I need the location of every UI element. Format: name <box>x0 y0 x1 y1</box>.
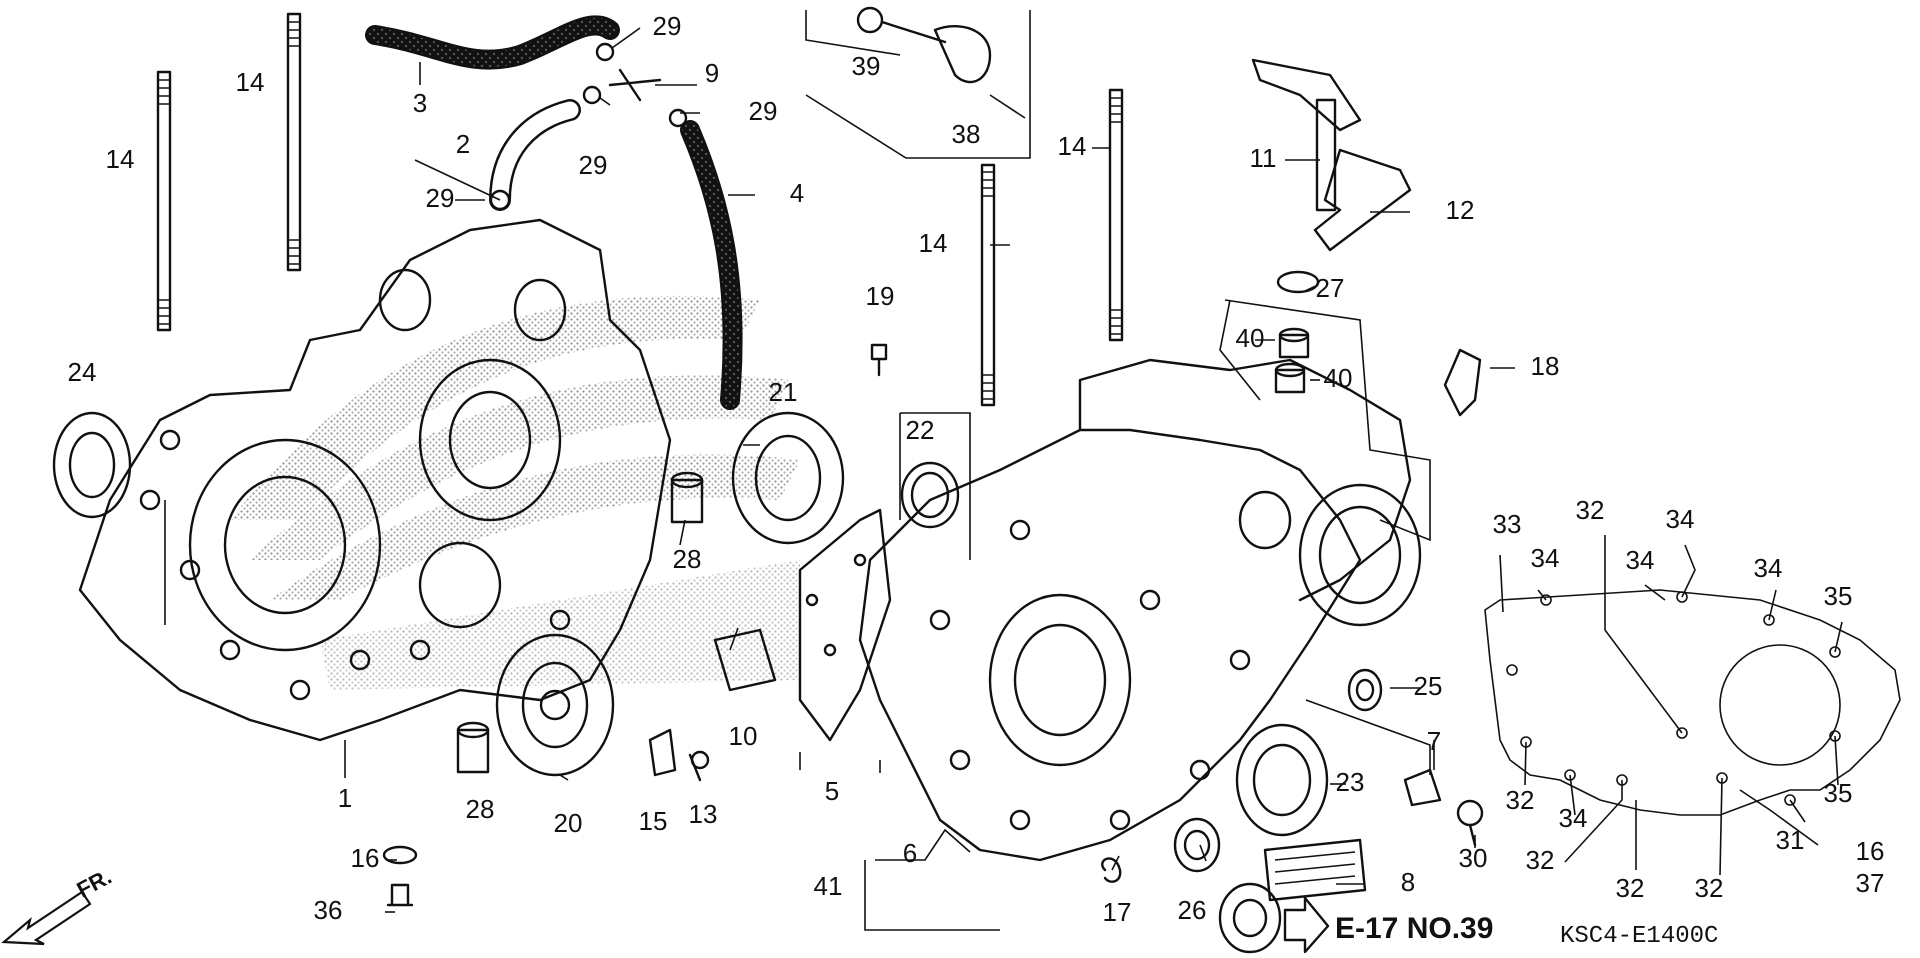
label-15: 15 <box>639 806 668 836</box>
part-labels: 1 2 3 4 5 6 7 8 9 10 11 12 13 14 14 14 1… <box>68 11 1885 927</box>
label-14b: 14 <box>106 144 135 174</box>
left-crankcase-outline <box>78 218 672 742</box>
label-7: 7 <box>1427 726 1441 756</box>
label-18: 18 <box>1531 351 1560 381</box>
label-29d: 29 <box>426 183 455 213</box>
reference-arrow-icon <box>1283 896 1330 954</box>
label-35b: 35 <box>1824 778 1853 808</box>
label-40b: 40 <box>1324 363 1353 393</box>
label-32a: 32 <box>1576 495 1605 525</box>
label-33: 33 <box>1493 509 1522 539</box>
reference-text: E-17 NO.39 <box>1335 912 1493 945</box>
label-16a: 16 <box>351 843 380 873</box>
label-20: 20 <box>554 808 583 838</box>
label-34a: 34 <box>1531 543 1560 573</box>
label-29b: 29 <box>579 150 608 180</box>
label-14d: 14 <box>919 228 948 258</box>
label-37: 37 <box>1856 868 1885 898</box>
label-32d: 32 <box>1616 873 1645 903</box>
label-28a: 28 <box>673 544 702 574</box>
label-26: 26 <box>1178 895 1207 925</box>
label-39: 39 <box>852 51 881 81</box>
label-19: 19 <box>866 281 895 311</box>
label-27: 27 <box>1316 273 1345 303</box>
gasket-icon <box>798 508 892 742</box>
label-28b: 28 <box>466 794 495 824</box>
label-34c: 34 <box>1626 545 1655 575</box>
label-12: 12 <box>1446 195 1475 225</box>
label-32e: 32 <box>1695 873 1724 903</box>
hardware-icon <box>382 6 1484 907</box>
label-25: 25 <box>1414 671 1443 701</box>
watermark-wing <box>230 295 800 690</box>
label-36: 36 <box>314 895 343 925</box>
side-cover-gasket-outline <box>1484 589 1901 816</box>
label-16b: 16 <box>1856 836 1885 866</box>
label-21: 21 <box>769 377 798 407</box>
label-1: 1 <box>338 783 352 813</box>
label-34d: 34 <box>1754 553 1783 583</box>
label-34e: 34 <box>1559 803 1588 833</box>
label-10: 10 <box>729 721 758 751</box>
label-40a: 40 <box>1236 323 1265 353</box>
label-41: 41 <box>814 871 843 901</box>
label-38: 38 <box>952 119 981 149</box>
label-35a: 35 <box>1824 581 1853 611</box>
label-5: 5 <box>825 776 839 806</box>
reference-callout: E-17 NO.39 KSC4-E1400C <box>1283 896 1718 954</box>
leader-lines <box>164 10 1843 931</box>
label-4: 4 <box>790 178 804 208</box>
label-14a: 14 <box>236 67 265 97</box>
front-direction-indicator: FR. <box>1 864 116 946</box>
bushing-icon <box>456 327 1310 774</box>
label-30: 30 <box>1459 843 1488 873</box>
label-32c: 32 <box>1526 845 1555 875</box>
right-crankcase-outline <box>858 358 1422 862</box>
label-11: 11 <box>1250 143 1277 173</box>
label-34b: 34 <box>1666 504 1695 534</box>
hose-icon <box>365 15 743 410</box>
label-17: 17 <box>1103 897 1132 927</box>
label-14c: 14 <box>1058 131 1087 161</box>
label-23: 23 <box>1336 767 1365 797</box>
label-9: 9 <box>705 58 719 88</box>
label-24: 24 <box>68 357 97 387</box>
label-13: 13 <box>689 799 718 829</box>
clip-icon <box>489 42 688 211</box>
label-2: 2 <box>456 129 470 159</box>
label-32b: 32 <box>1506 785 1535 815</box>
label-29c: 29 <box>749 96 778 126</box>
label-29a: 29 <box>653 11 682 41</box>
stud-bolt-icon <box>156 12 1124 407</box>
diagram-code: KSC4-E1400C <box>1560 923 1718 950</box>
label-3: 3 <box>413 88 427 118</box>
front-arrow-icon <box>1 890 92 946</box>
label-8: 8 <box>1401 867 1415 897</box>
label-22: 22 <box>906 415 935 445</box>
label-6: 6 <box>903 838 917 868</box>
label-31: 31 <box>1776 825 1805 855</box>
bearing-icon <box>52 270 1383 954</box>
